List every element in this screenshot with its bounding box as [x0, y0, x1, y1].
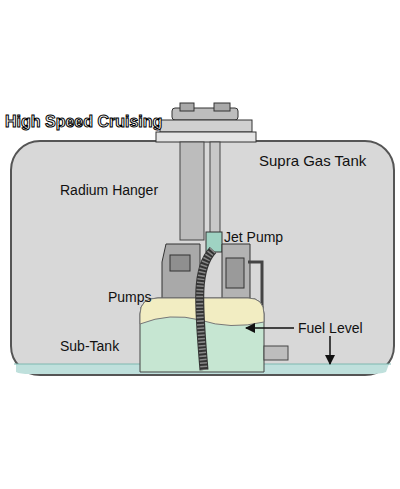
- tank-label: Supra Gas Tank: [259, 152, 366, 169]
- hanger-top: [156, 103, 256, 142]
- part-label: Radium Hanger: [60, 182, 158, 198]
- part-label: Pumps: [108, 289, 152, 305]
- part-label: Sub-Tank: [60, 338, 119, 354]
- part-label: Jet Pump: [224, 229, 283, 245]
- part-label: Fuel Level: [298, 320, 363, 336]
- diagram-title: High Speed Cruising: [5, 113, 162, 131]
